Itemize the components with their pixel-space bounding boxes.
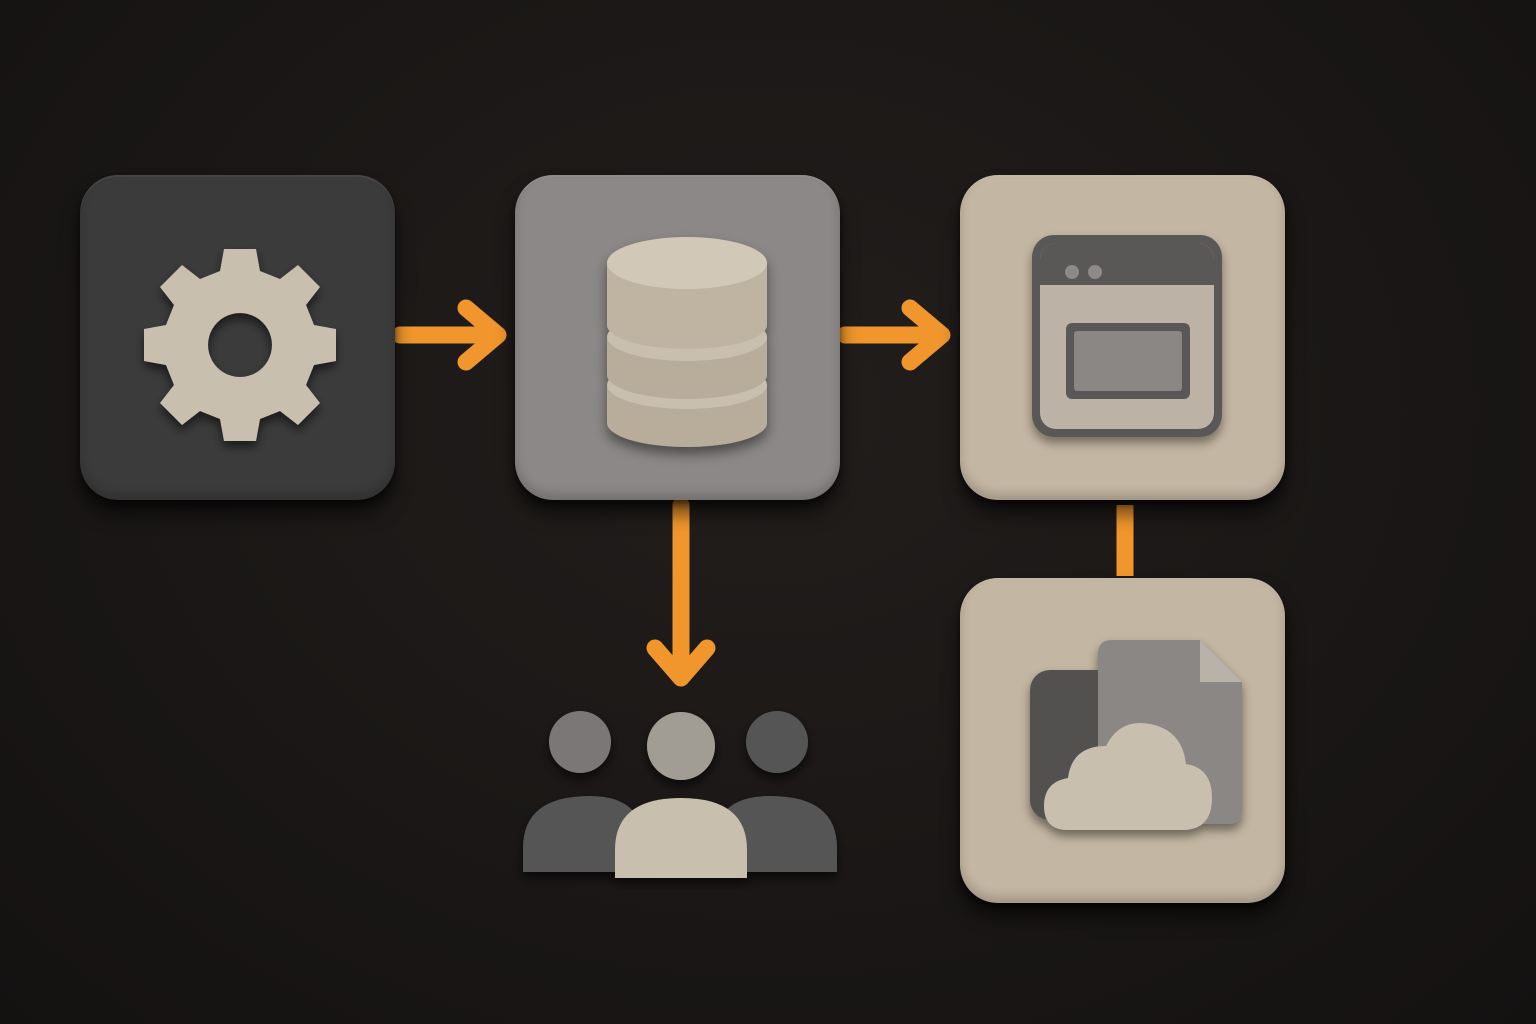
user-left: [523, 711, 645, 872]
gear-icon: [144, 249, 336, 441]
browser-node[interactable]: [960, 175, 1285, 500]
cloud-files-icon: [1030, 640, 1242, 830]
edge-database-to-users: [646, 496, 716, 687]
user-center: [615, 712, 747, 878]
cloud-files-node[interactable]: [960, 578, 1285, 903]
database-icon: [607, 237, 767, 447]
users-group-icon: [523, 711, 837, 878]
settings-node[interactable]: [80, 175, 395, 500]
edge-database-to-browser: [836, 299, 951, 371]
edge-settings-to-database: [391, 299, 507, 371]
browser-window-icon: [1032, 235, 1222, 437]
database-node[interactable]: [515, 175, 840, 500]
